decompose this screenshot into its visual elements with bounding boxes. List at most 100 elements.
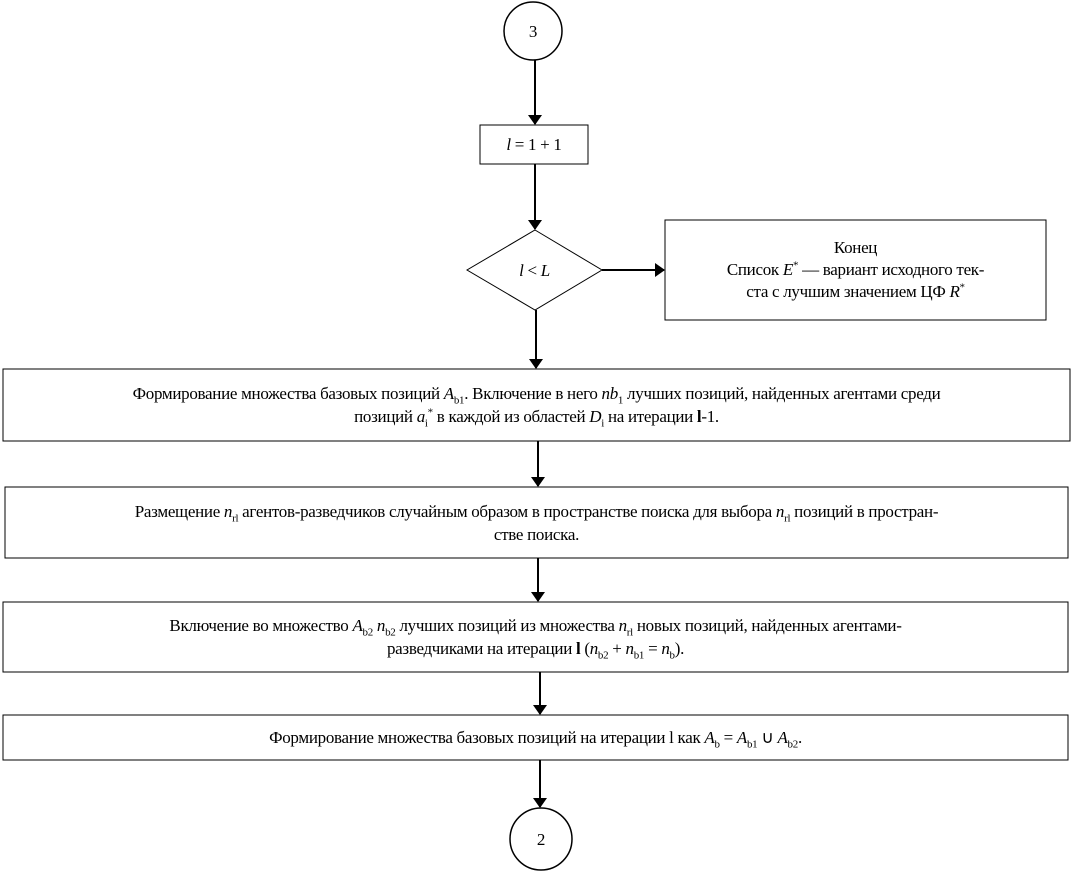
text-segment: + bbox=[608, 639, 626, 658]
text-line: Размещение nrl агентов-разведчиков случа… bbox=[134, 500, 939, 524]
text-segment: E bbox=[782, 260, 793, 279]
text-segment: n bbox=[775, 501, 785, 521]
step1-text: Формирование множества базовых позиций A… bbox=[3, 369, 1070, 441]
connector-number: 2 bbox=[536, 829, 546, 849]
text-segment: в каждой из областей bbox=[432, 407, 590, 426]
text-segment: L bbox=[540, 260, 550, 280]
connector-number: 3 bbox=[528, 21, 538, 41]
text-line: стве поиска. bbox=[494, 523, 579, 546]
text-segment: b2 bbox=[362, 626, 374, 639]
text-line: Формирование множества базовых позиций A… bbox=[132, 382, 941, 407]
text-line: Включение во множество Ab2 nb2 лучших по… bbox=[169, 614, 902, 639]
text-segment: n bbox=[661, 639, 670, 658]
text-segment: A bbox=[443, 384, 454, 403]
text-segment: разведчиками на итерации bbox=[386, 639, 576, 658]
text-segment: = bbox=[719, 728, 737, 747]
text-segment: Размещение bbox=[134, 501, 224, 521]
text-segment: стве поиска. bbox=[493, 524, 580, 544]
text-segment: позиций в простран- bbox=[790, 501, 939, 521]
text-line: ста с лучшим значением ЦФ R* bbox=[746, 281, 966, 303]
text-segment: b2 bbox=[385, 626, 396, 639]
increment-text: l = 1 + 1 bbox=[480, 125, 588, 164]
text-segment: позиций bbox=[354, 407, 417, 426]
step4-box bbox=[2, 714, 1069, 761]
text-segment: * bbox=[959, 281, 966, 294]
text-segment: A bbox=[352, 616, 363, 635]
text-segment: новых позиций, найденных агентами- bbox=[632, 616, 902, 635]
text-segment: . Включение в него bbox=[464, 384, 602, 403]
text-segment: n bbox=[618, 616, 628, 635]
text-segment: A bbox=[736, 728, 747, 747]
text-line: разведчиками на итерации l (nb2 + nb1 = … bbox=[386, 637, 685, 662]
text-segment: < bbox=[523, 260, 541, 280]
text-segment: ). bbox=[674, 639, 685, 658]
text-segment: ∪ bbox=[757, 728, 778, 747]
text-line: Конец bbox=[833, 237, 878, 259]
text-segment: n bbox=[223, 501, 233, 521]
step2-box bbox=[4, 486, 1069, 559]
text-segment: лучших позиций из множества bbox=[395, 616, 619, 635]
text-segment: Формирование множества базовых позиций bbox=[132, 384, 444, 403]
text-segment: nb bbox=[601, 384, 619, 403]
step1-box bbox=[2, 368, 1071, 442]
text-segment: A bbox=[777, 728, 788, 747]
end-connector bbox=[509, 807, 573, 871]
text-segment: b1 bbox=[633, 649, 645, 662]
end-box bbox=[664, 219, 1047, 321]
text-segment: * bbox=[427, 406, 434, 419]
text-segment: b2 bbox=[597, 649, 609, 662]
text-segment: l bbox=[696, 407, 702, 426]
text-segment: i bbox=[601, 417, 605, 430]
text-segment: Конец bbox=[833, 238, 878, 257]
condition-text: l < L bbox=[467, 230, 602, 310]
text-segment: Список bbox=[726, 260, 783, 279]
text-line: l < L bbox=[519, 259, 550, 282]
text-segment: * bbox=[792, 259, 799, 272]
text-segment: n bbox=[376, 616, 386, 635]
increment-box bbox=[479, 124, 589, 165]
text-segment: i bbox=[424, 417, 428, 430]
step4-text: Формирование множества базовых позиций н… bbox=[3, 715, 1068, 760]
text-segment: 1 bbox=[617, 394, 624, 407]
text-line: Список E* — вариант исходного тек- bbox=[726, 259, 985, 281]
text-segment: n bbox=[625, 639, 635, 658]
text-segment: rl bbox=[626, 626, 633, 639]
text-segment: A bbox=[704, 728, 715, 747]
text-segment: ста с лучшим значением ЦФ bbox=[746, 282, 950, 301]
text-segment: ( bbox=[580, 639, 590, 658]
step3-text: Включение во множество Ab2 nb2 лучших по… bbox=[3, 602, 1068, 672]
text-segment: l bbox=[506, 135, 511, 154]
text-segment: = bbox=[644, 639, 662, 658]
text-line: l = 1 + 1 bbox=[506, 133, 562, 156]
text-segment: агентов-разведчиков случайным образом в … bbox=[238, 501, 776, 521]
text-segment: rl bbox=[232, 511, 239, 524]
text-segment: rl bbox=[784, 511, 791, 524]
text-segment: a bbox=[416, 407, 426, 426]
text-segment: Включение во множество bbox=[169, 616, 353, 635]
step2-text: Размещение nrl агентов-разведчиков случа… bbox=[5, 487, 1068, 558]
text-segment: -1. bbox=[701, 407, 719, 426]
step3-box bbox=[2, 601, 1069, 673]
text-segment: . bbox=[797, 728, 802, 747]
start-connector-label: 3 bbox=[504, 2, 562, 60]
text-segment: R bbox=[949, 282, 960, 301]
text-segment: на итерации bbox=[604, 407, 697, 426]
text-segment: лучших позиций, найденных агентами среди bbox=[623, 384, 941, 403]
end-connector-label: 2 bbox=[510, 808, 572, 870]
text-segment: = 1 + 1 bbox=[510, 135, 562, 154]
start-connector bbox=[503, 1, 563, 61]
text-line: Формирование множества базовых позиций н… bbox=[269, 726, 802, 751]
text-segment: n bbox=[589, 639, 599, 658]
text-segment: l bbox=[575, 639, 581, 658]
text-segment: — вариант исходного тек- bbox=[798, 260, 985, 279]
text-segment: b bbox=[669, 649, 676, 662]
text-line: позиций ai* в каждой из областей Di на и… bbox=[354, 405, 719, 430]
text-segment: b1 bbox=[453, 394, 465, 407]
text-segment: b bbox=[714, 738, 721, 751]
text-segment: Формирование множества базовых позиций н… bbox=[269, 728, 705, 747]
text-segment: l bbox=[519, 260, 524, 280]
text-segment: b1 bbox=[746, 738, 758, 751]
text-segment: D bbox=[589, 407, 602, 426]
